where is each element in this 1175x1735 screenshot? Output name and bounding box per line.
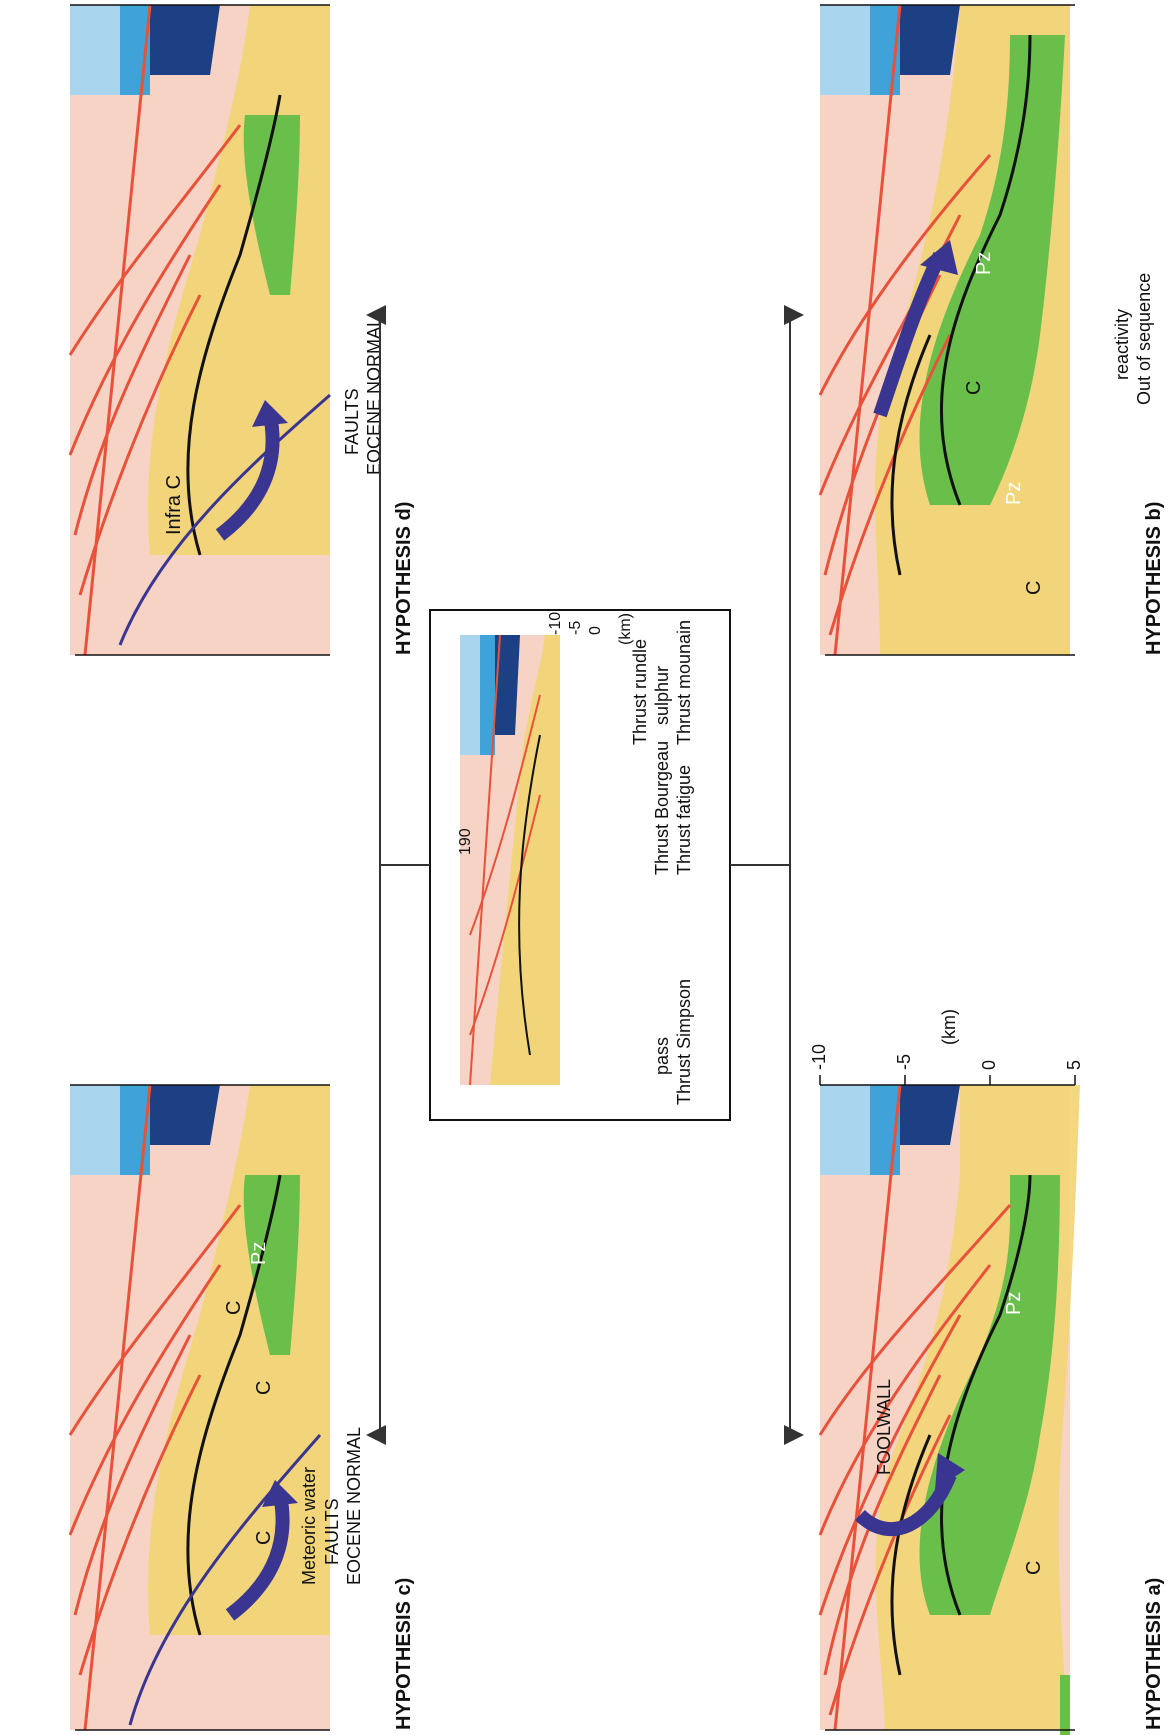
thrust-rundle: Thrust rundle xyxy=(630,639,650,745)
thrust-bourgeau: Thrust Bourgeau xyxy=(652,741,672,875)
panel-b-note-1: Out of sequence xyxy=(1134,273,1154,405)
axis-unit: (km) xyxy=(939,1009,959,1045)
panel-b-note-2: reactivity xyxy=(1112,309,1132,380)
panel-a-label-c: C xyxy=(1023,1561,1045,1575)
axis-tick: -10 xyxy=(809,1044,829,1070)
connectors xyxy=(366,305,804,1445)
panel-b-title: HYPOTHESIS b) xyxy=(1143,502,1165,655)
thrust-sulphur-1: Thrust mounain xyxy=(674,620,694,745)
panel-c-faults-1: EOCENE NORMAL xyxy=(344,1427,364,1585)
panel-c-title: HYPOTHESIS c) xyxy=(393,1578,415,1730)
center-axis-unit: (km) xyxy=(617,613,634,645)
panel-a-label-pz: Pz xyxy=(1003,1292,1025,1315)
axis-tick: 0 xyxy=(979,1060,999,1070)
axis-tick: -5 xyxy=(894,1054,914,1070)
center-box: Thrust Simpson pass Thrust fatigue Thrus… xyxy=(429,609,731,1121)
panel-b: HYPOTHESIS b) C C Pz Pz Out of sequence … xyxy=(818,4,1165,656)
center-axis-tick: -5 xyxy=(567,621,584,635)
panel-a: 5 0 -5 -10 (km) HYPOTHESIS a) C Pz FOOLW… xyxy=(809,1009,1165,1735)
panel-c-faults-2: FAULTS xyxy=(322,1498,342,1565)
panel-c-label-c3: C xyxy=(223,1301,245,1315)
panel-d-title: HYPOTHESIS d) xyxy=(393,502,415,655)
panel-c-water: Meteoric water xyxy=(299,1467,319,1585)
center-marker: 190 xyxy=(457,828,474,855)
panel-d-faults-2: FAULTS xyxy=(342,388,362,455)
panel-b-label-pz1: Pz xyxy=(1003,482,1025,505)
panel-c-label-c1: C xyxy=(253,1531,275,1545)
panel-a-label-foolwall: FOOLWALL xyxy=(874,1379,894,1475)
panel-c: HYPOTHESIS c) C C C Pz EOCENE NORMAL FAU… xyxy=(68,1084,415,1731)
center-axis-tick: 0 xyxy=(587,626,604,635)
panel-b-label-c1: C xyxy=(1023,581,1045,595)
panel-c-label-pz: Pz xyxy=(248,1242,270,1265)
thrust-sulphur-2: sulphur xyxy=(652,666,672,725)
center-axis-tick: -10 xyxy=(547,612,564,635)
panel-b-label-pz2: Pz xyxy=(973,252,995,275)
thrust-simpson-1: Thrust Simpson xyxy=(674,979,694,1105)
panel-d: HYPOTHESIS d) Infra C EOCENE NORMAL FAUL… xyxy=(68,4,415,656)
panel-c-label-c2: C xyxy=(253,1381,275,1395)
axis-tick: 5 xyxy=(1064,1060,1084,1070)
thrust-fatigue: Thrust fatigue xyxy=(674,765,694,875)
panel-d-label-infra: Infra C xyxy=(163,475,185,535)
panel-b-label-c2: C xyxy=(963,381,985,395)
panel-a-title: HYPOTHESIS a) xyxy=(1143,1578,1165,1730)
thrust-simpson-2: pass xyxy=(652,1037,672,1075)
